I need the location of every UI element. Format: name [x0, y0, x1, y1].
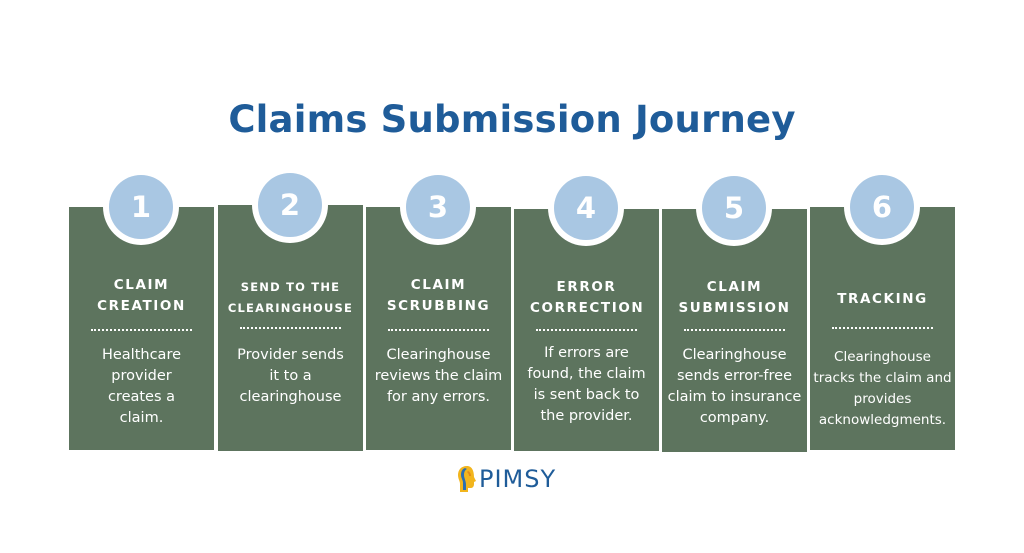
- step-number-badge-1: 1: [103, 169, 179, 245]
- step-description-text: If errors are found, the claim is sent b…: [527, 345, 646, 424]
- step-card-3: CLAIM SCRUBBING Clearinghouse reviews th…: [366, 207, 511, 450]
- step-heading-text: CLAIM CREATION: [97, 277, 186, 314]
- step-number: 1: [109, 175, 173, 239]
- step-description-text: Clearinghouse tracks the claim and provi…: [813, 349, 952, 428]
- step-number: 5: [702, 176, 766, 240]
- step-description: If errors are found, the claim is sent b…: [514, 343, 659, 427]
- step-card-2: SEND TO THE CLEARINGHOUSE Provider sends…: [218, 205, 363, 451]
- step-number-badge-2: 2: [252, 167, 328, 243]
- step-description-text: Provider sends it to a clearinghouse: [237, 347, 344, 405]
- step-description: Clearinghouse reviews the claim for any …: [366, 345, 511, 408]
- dotted-divider: [536, 329, 637, 331]
- step-number: 2: [258, 173, 322, 237]
- step-card-6: TRACKING Clearinghouse tracks the claim …: [810, 207, 955, 450]
- page-title: Claims Submission Journey: [228, 98, 796, 141]
- step-number-badge-6: 6: [844, 169, 920, 245]
- logo-text: PIMSY: [479, 465, 557, 493]
- dotted-divider: [832, 327, 933, 329]
- step-number: 6: [850, 175, 914, 239]
- step-number-badge-5: 5: [696, 170, 772, 246]
- step-heading-text: SEND TO THE CLEARINGHOUSE: [227, 280, 354, 315]
- step-description-text: Clearinghouse reviews the claim for any …: [374, 347, 503, 405]
- step-card-1: CLAIM CREATION Healthcare provider creat…: [69, 207, 214, 450]
- step-heading-text: CLAIM SCRUBBING: [386, 277, 491, 314]
- step-heading: ERROR CORRECTION: [514, 277, 659, 319]
- step-description: Clearinghouse sends error-free claim to …: [662, 345, 807, 429]
- step-heading: SEND TO THE CLEARINGHOUSE: [218, 277, 363, 319]
- step-card-5: CLAIM SUBMISSION Clearinghouse sends err…: [662, 209, 807, 452]
- step-description-text: Clearinghouse sends error-free claim to …: [667, 347, 802, 426]
- step-heading-text: ERROR CORRECTION: [530, 279, 645, 316]
- step-description: Clearinghouse tracks the claim and provi…: [810, 347, 955, 431]
- step-number-badge-4: 4: [548, 170, 624, 246]
- dotted-divider: [240, 327, 341, 329]
- step-description-text: Healthcare provider creates a claim.: [101, 347, 182, 426]
- step-heading-text: TRACKING: [837, 291, 928, 307]
- step-heading-text: CLAIM SUBMISSION: [678, 279, 791, 316]
- dotted-divider: [91, 329, 192, 331]
- step-heading: TRACKING: [810, 289, 955, 310]
- step-description: Provider sends it to a clearinghouse: [218, 345, 363, 408]
- pimsy-head-logo-icon: [458, 466, 476, 492]
- step-number-badge-3: 3: [400, 169, 476, 245]
- step-number: 3: [406, 175, 470, 239]
- step-number: 4: [554, 176, 618, 240]
- step-heading: CLAIM SUBMISSION: [662, 277, 807, 319]
- step-heading: CLAIM CREATION: [69, 275, 214, 317]
- pimsy-logo: PIMSY: [457, 464, 556, 494]
- step-heading: CLAIM SCRUBBING: [366, 275, 511, 317]
- step-description: Healthcare provider creates a claim.: [69, 345, 214, 429]
- dotted-divider: [388, 329, 489, 331]
- dotted-divider: [684, 329, 785, 331]
- step-card-4: ERROR CORRECTION If errors are found, th…: [514, 209, 659, 451]
